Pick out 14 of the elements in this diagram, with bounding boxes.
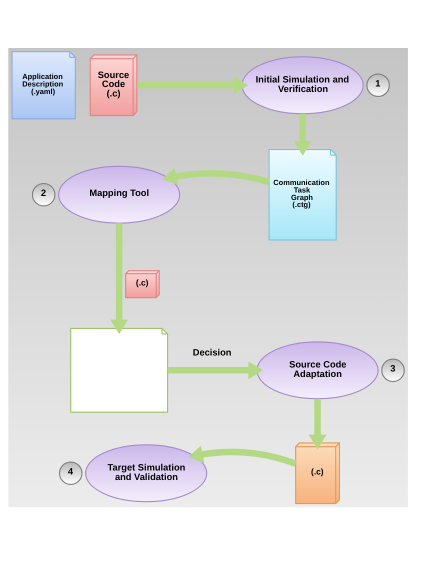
arrow (168, 361, 263, 380)
arrow (188, 446, 297, 467)
arrow (308, 398, 327, 450)
arrow (110, 223, 128, 334)
node-circle: 4 (58, 461, 82, 485)
node-circle: 2 (32, 182, 56, 206)
node-circle: 3 (381, 358, 405, 382)
node-circle: 1 (366, 73, 390, 98)
arrow (162, 168, 270, 186)
arrow (294, 114, 312, 156)
node-ellipse: Initial Simulation and Verification (242, 56, 364, 114)
node-ellipse: Source Code Adaptation (256, 341, 379, 400)
arrow (137, 76, 248, 94)
edge-label: Decision (192, 347, 232, 358)
